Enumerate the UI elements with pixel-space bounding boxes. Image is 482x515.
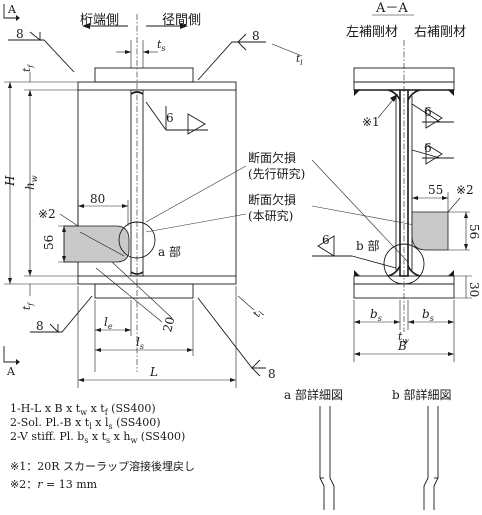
legend-line2: 2-Sol. Pl.-B x tl x ls (SS400) — [10, 416, 161, 431]
label-b-detail: b 部詳細図 — [392, 387, 452, 402]
aa-section-loss — [411, 211, 449, 251]
label-b-part: b 部 — [356, 238, 380, 253]
svg-text:8: 8 — [268, 367, 276, 381]
dim-tl-bottom: tl — [251, 307, 267, 320]
aa-web — [399, 89, 409, 277]
aa-dim-bs-right: bs — [422, 307, 434, 323]
label-span-side: 径間側 — [162, 13, 201, 28]
dim-H: H — [3, 175, 17, 187]
b-detail-profile — [423, 406, 439, 510]
marker-label-top: A — [7, 3, 17, 16]
legend-line3: 2-V stiff. Pl. bs x ts x hw (SS400) — [10, 430, 185, 445]
aa-dim-tw: tw — [398, 330, 409, 345]
weld-symbol-stiffener: 6 — [145, 101, 208, 135]
dim-tf-top: tf — [21, 64, 35, 72]
weld-symbol-top-left: 8 — [8, 27, 75, 73]
callout-prior-line2: (先行研究) — [248, 166, 305, 181]
view-aa-title: A－A — [375, 1, 408, 16]
dim-hw: hw — [23, 175, 39, 190]
aa-weld-symbol-2: 6 — [411, 141, 454, 165]
callout-current-line2: (本研究) — [248, 208, 293, 223]
aa-dim-30: 30 — [467, 282, 481, 297]
aa-dim-B: B — [397, 339, 407, 353]
label-a-part: a 部 — [158, 244, 181, 259]
dim-ls: ls — [136, 335, 144, 351]
aa-note2: ※2 — [456, 183, 474, 197]
detail-circle-a — [118, 221, 156, 259]
aa-dim-bs-left: bs — [370, 307, 382, 323]
dim-le: le — [104, 315, 113, 331]
detail-circle-b — [383, 243, 425, 285]
sole-plate-bottom — [94, 283, 194, 299]
svg-text:6: 6 — [166, 111, 174, 125]
legend-note2: ※2：r = 13 mm — [10, 478, 98, 491]
scallop-br — [407, 265, 421, 277]
dim-tl-top: tl — [296, 53, 303, 67]
svg-text:8: 8 — [16, 27, 24, 41]
note2-marker: ※2 — [38, 207, 56, 221]
scallop-tr — [407, 89, 421, 101]
svg-text:6: 6 — [424, 105, 432, 119]
weld-symbol-bottom-left: 8 — [30, 295, 93, 334]
a-detail-profile — [319, 406, 335, 510]
vertical-stiffener — [130, 89, 144, 277]
callout-current-line1: 断面欠損 — [248, 192, 296, 207]
weld-symbol-bottom-right: 8 — [197, 297, 276, 381]
cope-bottom — [130, 271, 144, 275]
section-marker-top: A — [3, 3, 20, 21]
label-a-detail: a 部詳細図 — [284, 387, 343, 402]
section-marker-bottom: A — [3, 346, 20, 378]
aa-weld-symbol-1: 6 — [411, 103, 454, 129]
dim-20: 20 — [160, 315, 177, 333]
aa-dim-55: 55 — [428, 183, 443, 197]
label-right-stiffener: 右補剛材 — [414, 25, 466, 40]
svg-text:8: 8 — [252, 29, 260, 43]
callout-prior-line1: 断面欠損 — [248, 150, 296, 165]
label-left-stiffener: 左補剛材 — [346, 25, 398, 40]
aa-note1: ※1 — [362, 115, 380, 129]
dim-tf-bottom: tf — [21, 302, 35, 310]
aa-dim-56: 56 — [467, 224, 481, 239]
top-flange — [77, 81, 237, 91]
dim-80: 80 — [90, 192, 105, 206]
marker-label-bottom: A — [6, 365, 16, 378]
cope-top — [130, 91, 144, 95]
legend-note1: ※1：20R スカーラップ溶接後埋戻し — [10, 459, 195, 473]
dim-56-left: 56 — [42, 235, 56, 250]
weld-symbol-top-right: 8 — [197, 29, 266, 81]
dim-L: L — [149, 365, 158, 379]
dim-ts: ts — [157, 38, 166, 53]
section-loss-area — [63, 225, 130, 263]
bottom-flange — [77, 275, 237, 285]
svg-text:6: 6 — [322, 233, 330, 247]
scallop-bl — [387, 265, 401, 277]
sole-plate-top — [94, 67, 194, 83]
aa-weld-symbol-left: 6 — [312, 233, 397, 269]
svg-text:6: 6 — [424, 141, 432, 155]
legend-line1: 1-H-L x B x tw x tf (SS400) — [10, 402, 156, 417]
svg-text:8: 8 — [36, 319, 44, 333]
